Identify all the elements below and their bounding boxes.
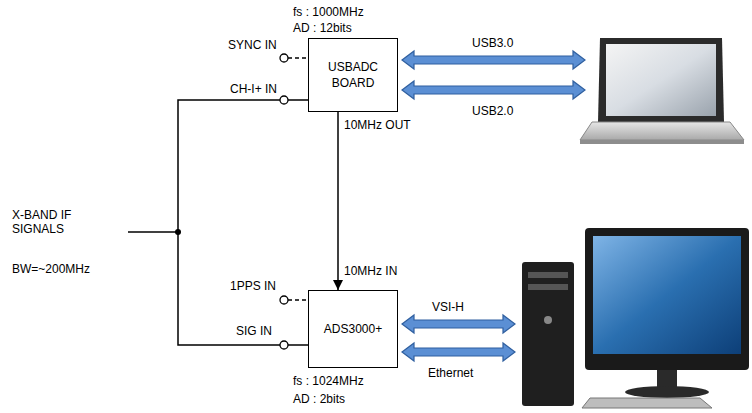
tower <box>522 262 574 406</box>
sync-wire <box>288 57 308 59</box>
power-button <box>544 316 552 324</box>
drive-bay <box>528 284 568 290</box>
pps-wire <box>288 299 308 301</box>
sig-wire <box>288 344 308 346</box>
signal-label: Ethernet <box>428 366 473 380</box>
monitor-neck <box>657 370 677 388</box>
clock-connector <box>337 112 339 290</box>
laptop-edge <box>580 140 744 144</box>
signal-label: USB3.0 <box>472 36 513 50</box>
signal-label: VSI-H <box>432 300 464 314</box>
usb-arrow <box>402 51 585 69</box>
laptop-screen <box>606 44 716 116</box>
signal-label: X-BAND IF SIGNALS <box>12 208 90 237</box>
box-label: ADS3000+ <box>324 321 382 337</box>
signal-label: 10MHz OUT <box>344 118 411 132</box>
signal-label: 1PPS IN <box>230 279 276 293</box>
monitor-screen <box>593 236 741 354</box>
desktop-icon <box>522 228 749 408</box>
terminal <box>280 296 288 304</box>
signal-label: fs : 1024MHz <box>293 374 364 388</box>
monitor-stand <box>625 386 709 398</box>
signal-wires <box>128 58 308 345</box>
process-box: ADS3000+ <box>308 290 398 368</box>
input-wire <box>128 231 178 233</box>
ch-wire <box>288 99 308 101</box>
laptop-icon <box>580 38 744 144</box>
signal-label: AD : 12bits <box>293 21 352 35</box>
signal-label: SIG IN <box>236 324 272 338</box>
signal-label: SYNC IN <box>228 38 277 52</box>
signal-label: BW=~200MHz <box>12 262 90 276</box>
terminal <box>280 341 288 349</box>
signal-label: CH-I+ IN <box>230 82 277 96</box>
signal-label: AD : 2bits <box>293 392 345 406</box>
terminal <box>280 54 288 62</box>
signal-label: fs : 1000MHz <box>293 5 364 19</box>
laptop-base <box>580 122 744 140</box>
split-wire <box>178 100 280 345</box>
usb-arrow <box>402 81 585 99</box>
keyboard <box>582 398 712 408</box>
signal-label: 10MHz IN <box>344 264 397 278</box>
monitor-frame <box>585 228 749 370</box>
box-label: USBADC BOARD <box>315 59 391 91</box>
process-box: USBADC BOARD <box>308 38 398 112</box>
terminals <box>280 54 288 349</box>
junction-dot <box>175 229 181 235</box>
vsi-arrow <box>402 315 515 333</box>
drive-bay <box>528 272 568 278</box>
terminal <box>280 96 288 104</box>
laptop-bezel <box>598 38 724 122</box>
ethernet-arrow <box>402 343 515 361</box>
signal-label: USB2.0 <box>472 104 513 118</box>
